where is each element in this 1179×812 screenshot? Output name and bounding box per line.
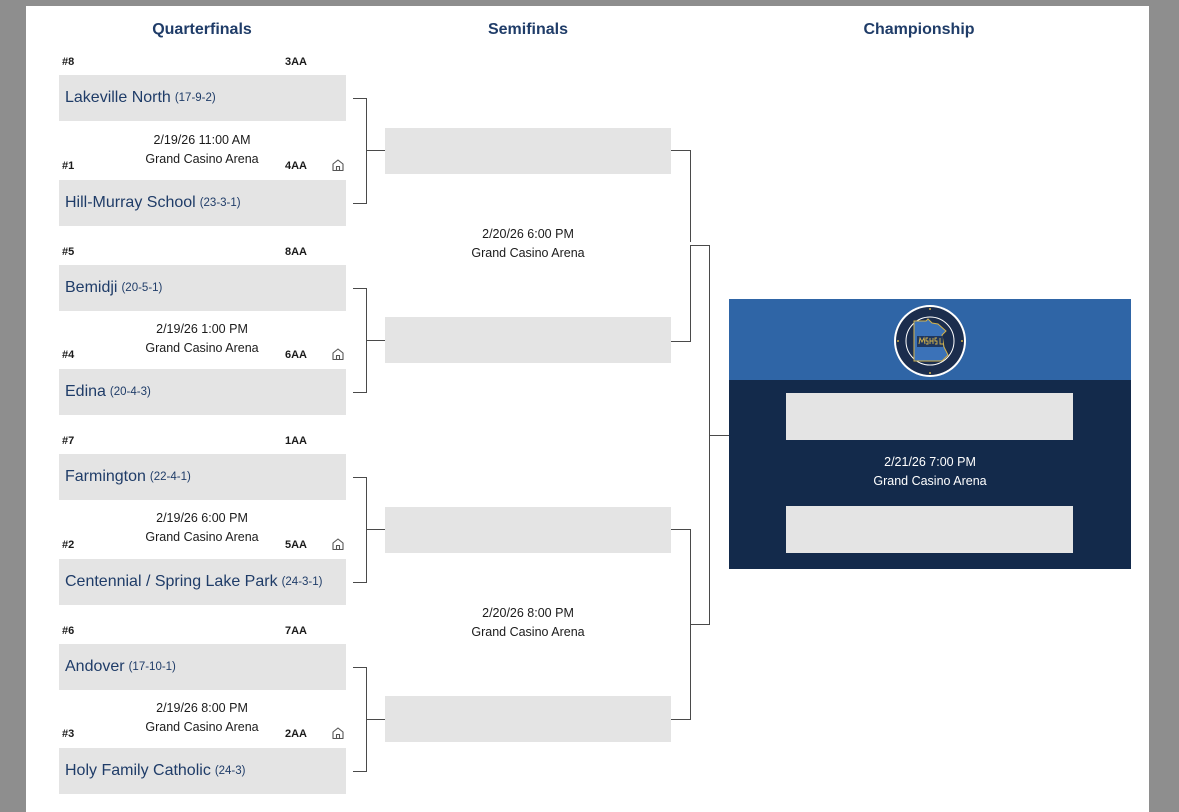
team-name: Edina [65, 383, 106, 400]
bracket-line [709, 435, 729, 436]
qf3-game-info[interactable]: 2/19/26 6:00 PM Grand Casino Arena [126, 509, 278, 547]
team-record: (17-9-2) [174, 92, 216, 104]
qf2-top-team[interactable]: Bemidji (20-5-1) [59, 265, 346, 311]
team-record: (20-5-1) [121, 282, 163, 294]
home-icon [332, 348, 344, 361]
home-icon [332, 159, 344, 172]
championship-header: Championship [863, 21, 975, 38]
team-name: Andover [65, 658, 125, 675]
qf3-bottom-seed: #2 [62, 539, 75, 551]
bracket-line [366, 529, 385, 530]
bracket-line [366, 477, 367, 583]
bracket-line [366, 719, 385, 720]
game-date: 2/19/26 8:00 PM [156, 701, 248, 715]
bracket-line [671, 719, 690, 720]
sf1-game-info[interactable]: 2/20/26 6:00 PM Grand Casino Arena [443, 225, 613, 263]
bracket-page: Quarterfinals Semifinals Championship #8… [26, 6, 1149, 812]
bracket-line [353, 98, 366, 99]
qf1-bottom-class: 4AA [285, 160, 308, 172]
game-venue: Grand Casino Arena [471, 625, 585, 639]
team-record: (23-3-1) [199, 197, 241, 209]
game-venue: Grand Casino Arena [873, 474, 987, 488]
qf3-bottom-class: 5AA [285, 539, 308, 551]
bracket-line [353, 771, 366, 772]
qf2-top-class: 8AA [285, 246, 308, 258]
championship-bottom-slot[interactable] [786, 506, 1073, 553]
qf4-top-team[interactable]: Andover (17-10-1) [59, 644, 346, 690]
game-date: 2/21/26 7:00 PM [884, 455, 976, 469]
bracket-line [366, 340, 385, 341]
sf2-top-slot[interactable] [385, 507, 671, 553]
qf4-top-seed: #6 [62, 625, 75, 637]
bracket-line [353, 288, 366, 289]
qf2-bottom-seed: #4 [62, 349, 75, 361]
semifinals-header: Semifinals [487, 21, 569, 38]
qf2-bottom-team[interactable]: Edina (20-4-3) [59, 369, 346, 415]
bracket-line [690, 245, 709, 246]
qf1-game-info[interactable]: 2/19/26 11:00 AM Grand Casino Arena [126, 131, 278, 169]
bracket-line [690, 150, 691, 242]
sf2-bottom-slot[interactable] [385, 696, 671, 742]
qf4-bottom-team[interactable]: Holy Family Catholic (24-3) [59, 748, 346, 794]
championship-game-info[interactable]: 2/21/26 7:00 PM Grand Casino Arena [845, 453, 1015, 491]
team-name: Centennial / Spring Lake Park [65, 573, 278, 590]
qf3-bottom-team[interactable]: Centennial / Spring Lake Park (24-3-1) [59, 559, 346, 605]
championship-top-slot[interactable] [786, 393, 1073, 440]
qf1-top-team[interactable]: Lakeville North (17-9-2) [59, 75, 346, 121]
home-icon [332, 727, 344, 740]
game-date: 2/19/26 11:00 AM [153, 133, 251, 147]
team-name: Bemidji [65, 279, 118, 296]
team-record: (24-3-1) [281, 576, 323, 588]
game-venue: Grand Casino Arena [145, 530, 259, 544]
qf4-bottom-seed: #3 [62, 728, 75, 740]
qf3-top-class: 1AA [285, 435, 308, 447]
bracket-line [353, 477, 366, 478]
qf2-bottom-class: 6AA [285, 349, 308, 361]
game-date: 2/19/26 6:00 PM [156, 511, 248, 525]
qf1-bottom-seed: #1 [62, 160, 75, 172]
game-venue: Grand Casino Arena [145, 152, 259, 166]
game-date: 2/19/26 1:00 PM [156, 322, 248, 336]
bracket-line [353, 392, 366, 393]
bracket-line [366, 98, 367, 204]
mshsl-logo [894, 305, 966, 377]
bracket-line [671, 150, 690, 151]
qf3-top-seed: #7 [62, 435, 75, 447]
bracket-line [353, 582, 366, 583]
team-name: Holy Family Catholic [65, 762, 211, 779]
bracket-line [690, 245, 691, 342]
sf1-top-slot[interactable] [385, 128, 671, 174]
team-record: (22-4-1) [149, 471, 191, 483]
qf3-top-team[interactable]: Farmington (22-4-1) [59, 454, 346, 500]
team-name: Farmington [65, 468, 146, 485]
qf4-bottom-class: 2AA [285, 728, 308, 740]
qf2-top-seed: #5 [62, 246, 75, 258]
team-record: (20-4-3) [109, 386, 151, 398]
team-name: Lakeville North [65, 89, 171, 106]
qf4-top-class: 7AA [285, 625, 308, 637]
game-date: 2/20/26 8:00 PM [482, 606, 574, 620]
qf1-top-seed: #8 [62, 56, 75, 68]
bracket-line [353, 667, 366, 668]
team-record: (17-10-1) [128, 661, 176, 673]
game-venue: Grand Casino Arena [145, 341, 259, 355]
game-venue: Grand Casino Arena [471, 246, 585, 260]
qf2-game-info[interactable]: 2/19/26 1:00 PM Grand Casino Arena [126, 320, 278, 358]
bracket-line [671, 529, 690, 530]
team-name: Hill-Murray School [65, 194, 196, 211]
home-icon [332, 538, 344, 551]
qf1-top-class: 3AA [285, 56, 308, 68]
sf1-bottom-slot[interactable] [385, 317, 671, 363]
qf1-bottom-team[interactable]: Hill-Murray School (23-3-1) [59, 180, 346, 226]
team-record: (24-3) [214, 765, 246, 777]
quarterfinals-header: Quarterfinals [152, 21, 252, 38]
bracket-line [671, 341, 690, 342]
sf2-game-info[interactable]: 2/20/26 8:00 PM Grand Casino Arena [443, 604, 613, 642]
bracket-line [366, 150, 385, 151]
game-venue: Grand Casino Arena [145, 720, 259, 734]
game-date: 2/20/26 6:00 PM [482, 227, 574, 241]
qf4-game-info[interactable]: 2/19/26 8:00 PM Grand Casino Arena [126, 699, 278, 737]
bracket-line [690, 624, 709, 625]
bracket-line [353, 203, 366, 204]
